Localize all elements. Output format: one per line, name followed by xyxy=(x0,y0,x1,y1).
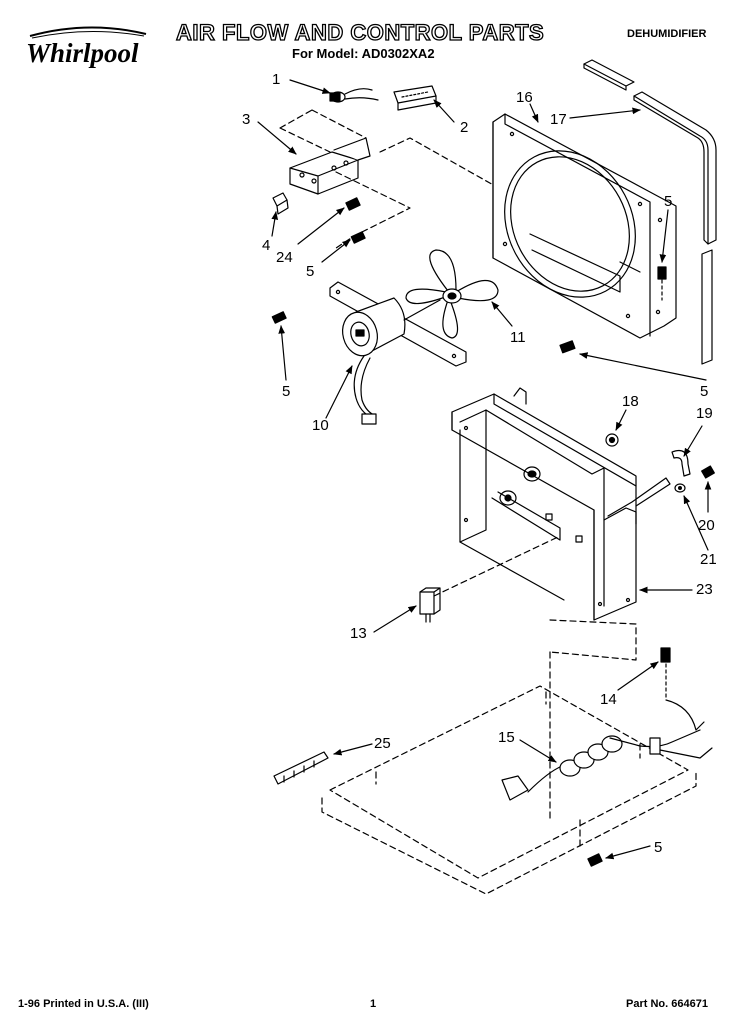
part-fan-motor xyxy=(342,297,441,425)
part-seal xyxy=(549,619,637,661)
callout-18: 18 xyxy=(622,393,639,410)
part-control-bracket xyxy=(279,109,371,195)
part-clip xyxy=(671,449,691,477)
callout-13: 13 xyxy=(350,625,367,642)
callout-21: 21 xyxy=(700,551,717,568)
category-label: DEHUMIDIFIER xyxy=(627,28,707,40)
callout-1: 1 xyxy=(272,71,280,88)
callout-3: 3 xyxy=(242,111,250,128)
model-label: For Model: AD0302XA2 xyxy=(292,46,435,61)
part-base-pan xyxy=(321,651,697,895)
callout-16: 16 xyxy=(516,89,533,106)
part-knob xyxy=(272,192,289,215)
part-washer xyxy=(674,483,686,493)
callout-2: 2 xyxy=(460,119,468,136)
callout-11: 11 xyxy=(510,329,526,346)
logo-text: Whirlpool xyxy=(26,38,139,68)
part-control-switch xyxy=(329,88,379,103)
callout-14: 14 xyxy=(600,691,617,708)
callout-5a: 5 xyxy=(306,263,314,280)
part-nut xyxy=(605,433,619,447)
part-screw-5e xyxy=(587,853,603,867)
callout-5b: 5 xyxy=(664,193,672,210)
callout-5d: 5 xyxy=(700,383,708,400)
part-strain-relief xyxy=(273,751,329,785)
page-title: AIR FLOW AND CONTROL PARTS xyxy=(175,19,545,45)
part-gasket-strips xyxy=(583,59,717,365)
leader-lines xyxy=(257,79,712,860)
part-power-cord xyxy=(501,699,713,801)
part-fan-shroud xyxy=(492,113,677,339)
part-capacitor xyxy=(419,535,561,623)
part-screw-5d xyxy=(559,340,576,354)
part-screw-5b xyxy=(657,266,667,301)
part-screw-5c xyxy=(271,311,287,324)
part-screw-20 xyxy=(701,465,715,479)
callout-24: 24 xyxy=(276,249,293,266)
callout-17: 17 xyxy=(550,111,567,128)
callout-25: 25 xyxy=(374,735,391,752)
part-screw-14 xyxy=(660,647,671,701)
print-info: 1-96 Printed in U.S.A. (III) xyxy=(18,998,149,1010)
page-number: 1 xyxy=(370,998,377,1010)
part-terminal-block xyxy=(393,85,437,111)
callout-19: 19 xyxy=(696,405,713,422)
whirlpool-logo: Whirlpool xyxy=(26,26,147,68)
part-partition-panel xyxy=(451,387,671,621)
part-number: Part No. 664671 xyxy=(626,998,708,1010)
callout-5e: 5 xyxy=(654,839,662,856)
callout-4: 4 xyxy=(262,237,270,254)
callout-5c: 5 xyxy=(282,383,290,400)
callout-15: 15 xyxy=(498,729,515,746)
assembly-line xyxy=(335,171,411,249)
part-screw-24 xyxy=(345,197,361,211)
part-fan-blade xyxy=(405,249,499,339)
callout-20: 20 xyxy=(698,517,715,534)
callout-23: 23 xyxy=(696,581,713,598)
callout-10: 10 xyxy=(312,417,329,434)
